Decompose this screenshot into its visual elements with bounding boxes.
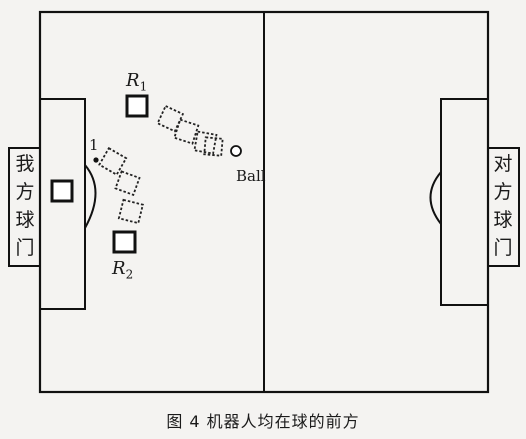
own-goal-char-4: 门	[15, 237, 35, 259]
robot-r2-symbol: R	[112, 258, 126, 279]
opponent-penalty-arc	[429, 171, 442, 225]
opponent-goal-char-2: 方	[493, 181, 513, 203]
robot-r1-index: 1	[139, 79, 148, 94]
own-goal-char-3: 球	[15, 209, 35, 231]
start-marker-label: 1	[89, 136, 99, 154]
robot-r2	[112, 230, 137, 254]
r1-ghost-3	[193, 130, 218, 155]
opponent-goal-box	[487, 147, 520, 267]
r2-ghost-2	[114, 170, 141, 197]
opponent-goal-char-4: 门	[493, 237, 513, 259]
opponent-penalty-area	[440, 98, 489, 306]
r2-ghost-1	[98, 146, 128, 176]
goalkeeper-robot	[50, 179, 74, 203]
r1-ghost-4	[203, 136, 224, 157]
own-goal-char-1: 我	[15, 153, 35, 175]
robot-r2-index: 2	[125, 267, 134, 282]
ball-label: Ball	[236, 167, 266, 185]
ball	[230, 145, 242, 157]
robot-r1-symbol: R	[126, 70, 140, 91]
own-goal-box	[8, 147, 41, 267]
start-marker-dot	[93, 157, 99, 163]
figure-caption: 图 4 机器人均在球的前方	[166, 412, 360, 431]
robot-r1-label: R1	[126, 70, 147, 94]
robot-r1-trajectory	[156, 104, 224, 157]
r2-ghost-3	[117, 198, 144, 225]
own-goal-label: 我 方 球 门	[12, 150, 38, 262]
robot-r2-trajectory	[98, 146, 144, 225]
own-penalty-arc	[84, 164, 97, 229]
r1-ghost-2	[173, 118, 200, 145]
own-goal-char-2: 方	[15, 181, 35, 203]
opponent-goal-char-1: 对	[493, 153, 513, 175]
opponent-goal-label: 对 方 球 门	[490, 150, 516, 262]
own-penalty-area	[39, 98, 86, 310]
r1-ghost-1	[156, 104, 185, 133]
robot-r2-label: R2	[112, 258, 133, 282]
opponent-goal-char-3: 球	[493, 209, 513, 231]
robot-r1	[125, 94, 149, 118]
